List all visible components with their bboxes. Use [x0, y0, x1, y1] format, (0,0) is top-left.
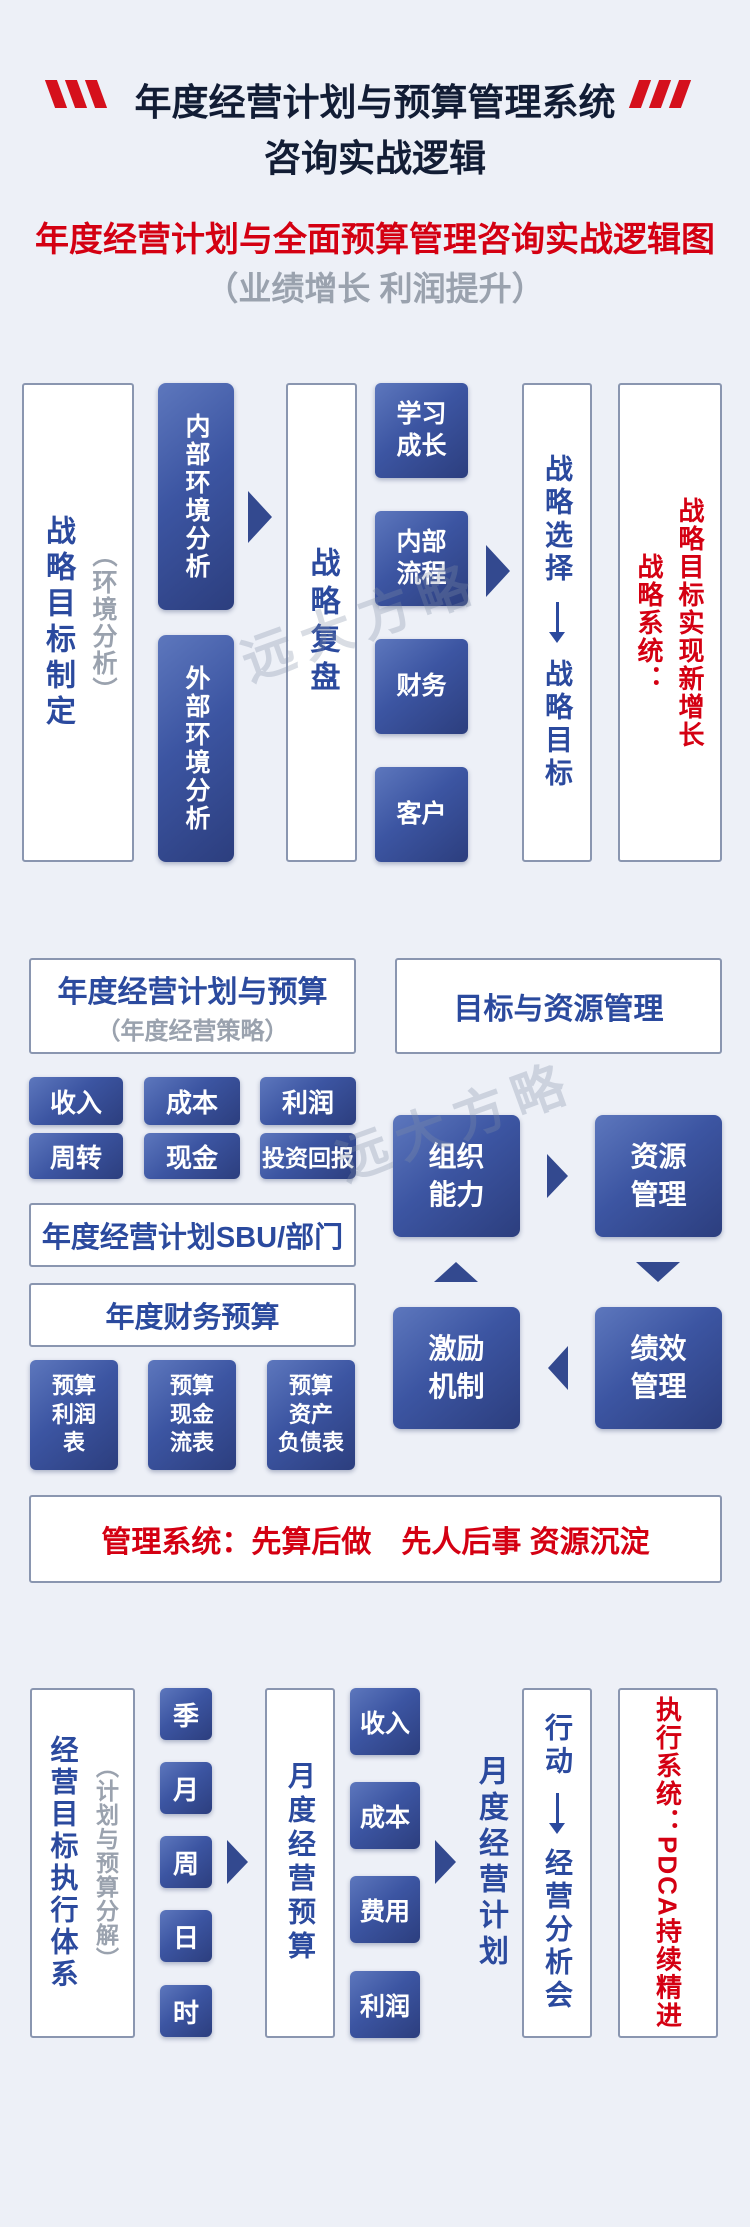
arrow-right-icon [486, 545, 510, 597]
sbu-plan-label: 年度经营计划SBU/部门 [41, 1222, 344, 1254]
monthly-budget-label: 月度经营预算 [285, 1761, 316, 1965]
management-system-note-box: 管理系统：先算后做 先人后事 资源沉淀 [29, 1495, 722, 1583]
cycle-arrow-left-icon [548, 1346, 568, 1390]
external-env-box: 外部环境分析 [158, 635, 234, 862]
strategy-goal-label: 战略目标制定 [41, 514, 74, 731]
kpi-roi-box: 投资回报 [260, 1133, 356, 1179]
monthly-plan-label: 月度经营计划 [474, 1755, 507, 1971]
monthly-budget-box: 月度经营预算 [265, 1688, 335, 2038]
monthly-kpi-expense-box: 费用 [350, 1876, 420, 1943]
strategy-review-box: 战略复盘 [286, 383, 357, 862]
arrow-right-icon [435, 1840, 456, 1884]
time-day-box: 日 [160, 1910, 212, 1962]
strategy-goal-sublabel: （环境分析） [89, 541, 117, 704]
execution-system-sublabel: （计划与预算分解） [92, 1755, 119, 1971]
strategy-review-label: 战略复盘 [305, 546, 339, 699]
org-capability-box: 组织 能力 [393, 1115, 520, 1237]
kpi-revenue-box: 收入 [29, 1077, 123, 1125]
time-week-box: 周 [160, 1836, 212, 1888]
analysis-meeting-label: 经营分析会 [542, 1848, 573, 2013]
finance-budget-label: 年度财务预算 [105, 1302, 280, 1334]
sbu-plan-box: 年度经营计划SBU/部门 [29, 1203, 356, 1267]
arrow-right-icon [227, 1840, 248, 1884]
finance-budget-box: 年度财务预算 [29, 1283, 356, 1347]
strategy-system-result-box: 战略系统： 战略目标实现新增长 [618, 383, 722, 862]
monthly-kpi-revenue-box: 收入 [350, 1688, 420, 1755]
down-arrow-icon [549, 602, 565, 643]
page-title-line1: 年度经营计划与预算管理系统 [134, 82, 616, 123]
bsc-finance-box: 财务 [375, 639, 468, 734]
annual-plan-header-box: 年度经营计划与预算 （年度经营策略） [29, 958, 356, 1054]
kpi-cash-box: 现金 [144, 1133, 240, 1179]
goal-resource-title: 目标与资源管理 [453, 993, 664, 1026]
budget-cashflow-statement-box: 预算 现金 流表 [148, 1360, 236, 1470]
strategy-choice-label: 战略选择 [542, 454, 573, 586]
external-env-label: 外部环境分析 [182, 664, 210, 833]
page-title-line2: 咨询实战逻辑 [264, 138, 486, 179]
internal-env-label: 内部环境分析 [182, 412, 210, 581]
annual-plan-title: 年度经营计划与预算 [57, 975, 328, 1009]
incentive-box: 激励 机制 [393, 1307, 520, 1429]
strategy-target-label: 战略目标 [542, 659, 573, 791]
action-label: 行动 [542, 1713, 573, 1779]
bsc-process-box: 内部 流程 [375, 511, 468, 606]
time-hour-box: 时 [160, 1985, 212, 2037]
arrow-right-icon [248, 491, 272, 543]
strategy-system-result-text: 战略目标实现新增长 [675, 496, 705, 749]
monthly-kpi-cost-box: 成本 [350, 1782, 420, 1849]
execution-system-label: 经营目标执行体系 [47, 1735, 79, 1991]
performance-mgmt-box: 绩效 管理 [595, 1307, 722, 1429]
kpi-turnover-box: 周转 [29, 1133, 123, 1179]
execution-result-box: 执行系统：PDCA持续精进 [618, 1688, 718, 2038]
goal-resource-header-box: 目标与资源管理 [395, 958, 722, 1054]
kpi-cost-box: 成本 [144, 1077, 240, 1125]
resource-mgmt-box: 资源 管理 [595, 1115, 722, 1237]
kpi-profit-box: 利润 [260, 1077, 356, 1125]
bsc-learning-box: 学习 成长 [375, 383, 468, 478]
bsc-customer-box: 客户 [375, 767, 468, 862]
cycle-arrow-up-icon [434, 1262, 478, 1282]
cycle-arrow-down-icon [636, 1262, 680, 1282]
execution-system-box: 经营目标执行体系 （计划与预算分解） [30, 1688, 135, 2038]
monthly-kpi-profit-box: 利润 [350, 1971, 420, 2038]
diagram-gray-subtitle: （业绩增长 利润提升） [205, 270, 545, 307]
annual-plan-subtitle: （年度经营策略） [96, 1017, 289, 1045]
diagram-red-title: 年度经营计划与全面预算管理咨询实战逻辑图 [35, 221, 715, 259]
time-quarter-box: 季 [160, 1688, 212, 1740]
down-arrow-icon [549, 1793, 565, 1834]
budget-balance-sheet-box: 预算 资产 负债表 [267, 1360, 355, 1470]
budget-income-statement-box: 预算 利润 表 [30, 1360, 118, 1470]
action-box: 行动 经营分析会 [522, 1688, 592, 2038]
strategy-goal-box: 战略目标制定 （环境分析） [22, 383, 134, 862]
cycle-arrow-right-icon [547, 1154, 568, 1198]
strategy-system-label: 战略系统： [634, 552, 664, 693]
internal-env-box: 内部环境分析 [158, 383, 234, 610]
strategy-choice-box: 战略选择 战略目标 [522, 383, 592, 862]
management-system-note: 管理系统：先算后做 先人后事 资源沉淀 [101, 1526, 650, 1559]
monthly-plan-text-wrap: 月度经营计划 [460, 1688, 520, 2038]
execution-result-text: 执行系统：PDCA持续精进 [652, 1696, 683, 2030]
time-month-box: 月 [160, 1762, 212, 1814]
